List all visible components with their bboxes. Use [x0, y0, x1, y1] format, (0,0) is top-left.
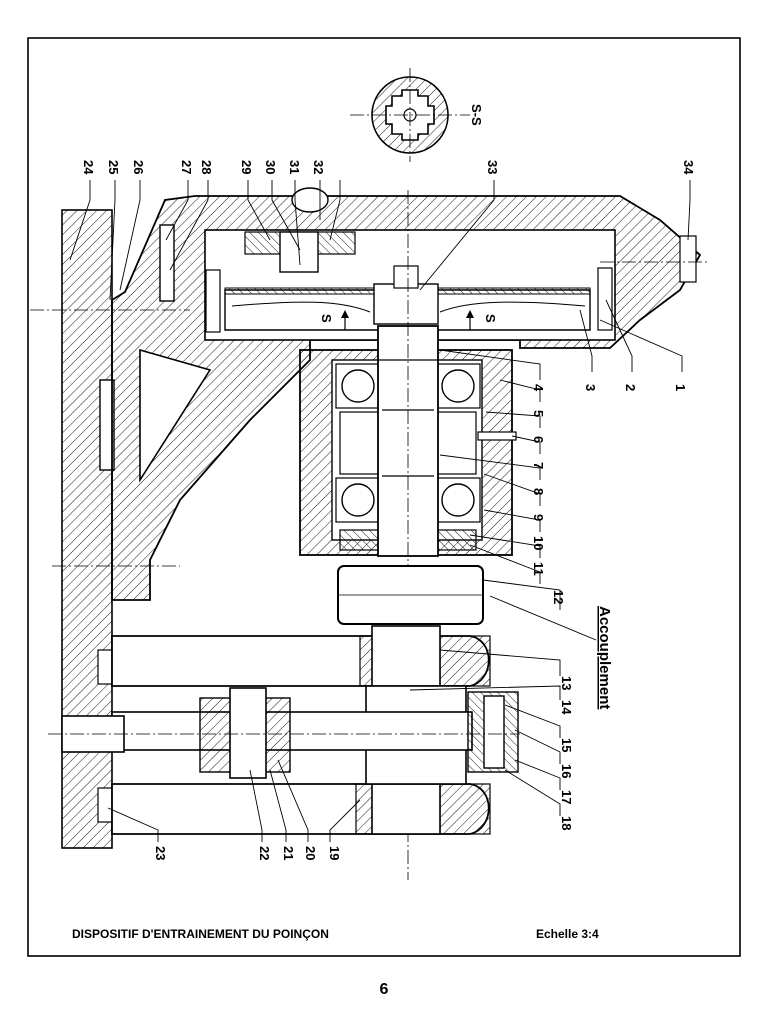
part-label-30: 30: [263, 160, 278, 174]
part-label-14: 14: [559, 700, 574, 715]
part-label-15: 15: [559, 738, 574, 752]
part-label-12: 12: [551, 590, 566, 604]
section-marks: S S: [319, 310, 498, 330]
part-label-8: 8: [531, 488, 546, 495]
part-label-11: 11: [531, 562, 546, 576]
part-label-1: 1: [673, 384, 688, 391]
part-label-31: 31: [287, 160, 302, 174]
part-label-17: 17: [559, 790, 574, 804]
part-label-7: 7: [531, 462, 546, 469]
part-label-9: 9: [531, 514, 546, 521]
part-label-33: 33: [485, 160, 500, 174]
part-label-29: 29: [239, 160, 254, 174]
section-mark-right: S: [483, 314, 498, 323]
part-label-24: 24: [81, 160, 96, 175]
drawing-frame: [27, 37, 741, 957]
part-label-20: 20: [303, 846, 318, 860]
section-mark-left: S: [319, 314, 334, 323]
drawing-scale: Echelle 3:4: [536, 927, 599, 941]
part-label-4: 4: [531, 384, 546, 392]
page-number: 6: [380, 981, 389, 998]
main-shaft: [377, 190, 439, 880]
part-label-34: 34: [681, 160, 696, 175]
part-labels: 24 25 26 27 28 29 30 31 32 33 34 1 2 3 4…: [81, 160, 696, 860]
part-label-19: 19: [327, 846, 342, 860]
part-label-23: 23: [153, 846, 168, 860]
section-ss-label: S-S: [469, 104, 484, 126]
part-label-22: 22: [257, 846, 272, 860]
part-label-28: 28: [199, 160, 214, 174]
drawing-title: DISPOSITIF D'ENTRAINEMENT DU POINÇON: [72, 927, 329, 941]
part-label-25: 25: [106, 160, 121, 174]
part-label-18: 18: [559, 816, 574, 830]
part-label-16: 16: [559, 764, 574, 778]
part-label-2: 2: [623, 384, 638, 391]
part-label-5: 5: [531, 410, 546, 417]
part-label-10: 10: [531, 536, 546, 550]
part-label-26: 26: [131, 160, 146, 174]
frame-housing: [111, 187, 702, 601]
coupling-label: Accouplement: [596, 606, 613, 709]
part-label-32: 32: [311, 160, 326, 174]
part-label-13: 13: [559, 676, 574, 690]
part-label-3: 3: [583, 384, 598, 391]
leader-lines: [69, 180, 691, 842]
part-label-21: 21: [281, 846, 296, 860]
crank-assembly: [48, 625, 520, 835]
part-label-6: 6: [531, 436, 546, 443]
part-label-27: 27: [179, 160, 194, 174]
coupling: [337, 565, 484, 625]
section-ss-detail: S-S: [350, 68, 484, 162]
